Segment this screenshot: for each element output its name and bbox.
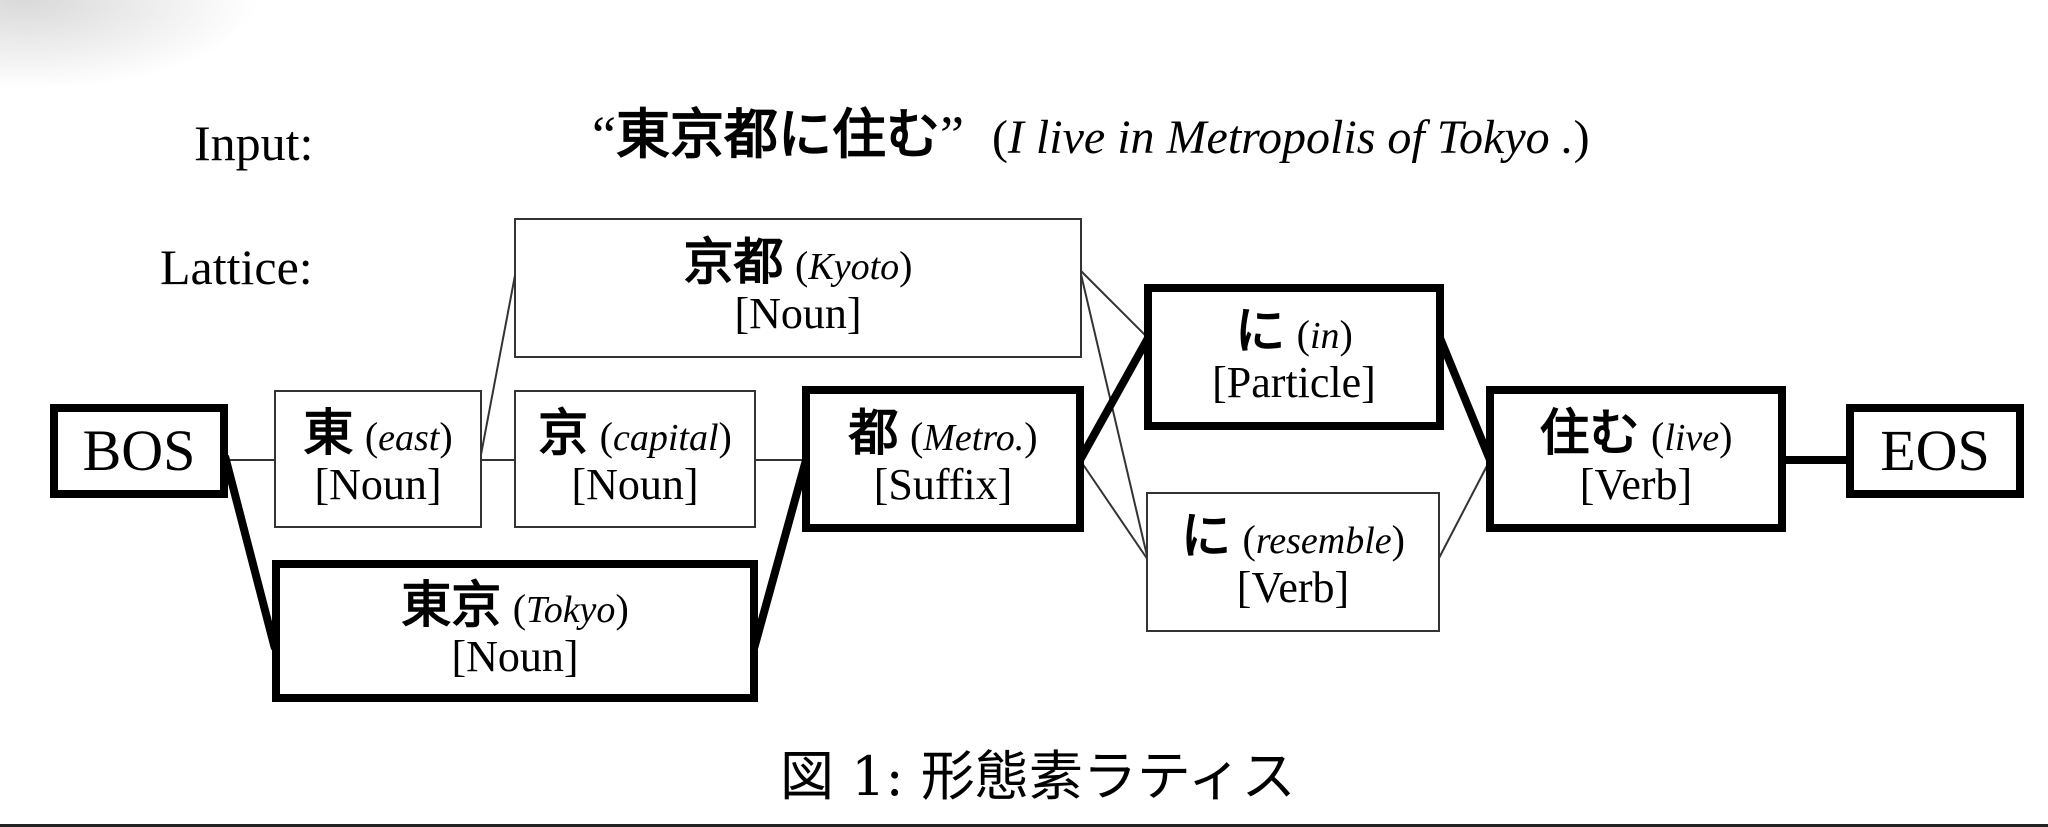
edge-higashi-kyoto xyxy=(479,269,517,461)
node-sumu-pos: [Verb] xyxy=(1579,459,1693,509)
node-kyo-surface: 京 xyxy=(538,404,589,463)
eos-label: EOS xyxy=(1880,417,1990,483)
edge-tokyo-to xyxy=(750,455,811,650)
node-eos: EOS xyxy=(1846,404,2024,498)
figure-caption: 図 1: 形態素ラティス xyxy=(780,745,1296,808)
node-ni-particle-pos: [Particle] xyxy=(1212,357,1376,407)
node-tokyo: 東京 (Tokyo) [Noun] xyxy=(272,560,758,702)
node-ni-verb-pos: [Verb] xyxy=(1236,562,1350,612)
node-ni-verb-gloss: resemble xyxy=(1255,520,1392,563)
edge-to-ni-verb xyxy=(1079,459,1149,561)
node-kyo-pos: [Noun] xyxy=(571,459,699,509)
node-to-pos: [Suffix] xyxy=(873,459,1013,509)
node-kyo: 京 (capital) [Noun] xyxy=(514,390,756,528)
input-label: Input: xyxy=(194,115,314,171)
node-tokyo-pos: [Noun] xyxy=(451,631,579,681)
edge-bos-tokyo xyxy=(221,455,279,650)
node-kyoto-gloss: Kyoto xyxy=(808,246,900,289)
node-kyoto-pos: [Noun] xyxy=(734,288,862,338)
node-ni-verb-surface: に xyxy=(1181,507,1232,566)
lattice-label: Lattice: xyxy=(160,239,313,295)
node-higashi-pos: [Noun] xyxy=(314,459,442,509)
edge-kyoto-ni-verb xyxy=(1079,269,1149,561)
node-kyoto-surface: 京都 xyxy=(683,233,784,292)
edge-to-ni-particle xyxy=(1074,332,1154,466)
node-ni-particle-surface: に xyxy=(1235,302,1286,361)
node-tokyo-surface: 東京 xyxy=(401,576,502,635)
node-higashi: 東 (east) [Noun] xyxy=(274,390,482,528)
open-quote: “ xyxy=(592,105,616,165)
node-kyo-gloss: capital xyxy=(612,417,719,460)
corner-shadow xyxy=(0,0,260,90)
input-translation: (I live in Metropolis of Tokyo .) xyxy=(991,111,1590,164)
node-sumu: 住む (live) [Verb] xyxy=(1486,386,1786,532)
node-ni-verb: に (resemble) [Verb] xyxy=(1146,492,1440,632)
node-ni-particle: に (in) [Particle] xyxy=(1144,284,1444,430)
edge-ni-verb-sumu xyxy=(1437,459,1491,561)
node-ni-particle-gloss: in xyxy=(1309,315,1340,358)
page-bottom-rule xyxy=(0,824,2048,827)
node-to: 都 (Metro.) [Suffix] xyxy=(802,386,1084,532)
node-higashi-gloss: east xyxy=(378,417,440,460)
edge-ni-particle-sumu xyxy=(1434,332,1496,466)
bos-label: BOS xyxy=(82,417,196,483)
close-quote: ” xyxy=(939,105,964,165)
node-to-surface: 都 xyxy=(848,404,899,463)
node-sumu-gloss: live xyxy=(1664,417,1720,460)
node-higashi-surface: 東 xyxy=(303,404,354,463)
node-tokyo-gloss: Tokyo xyxy=(526,589,616,632)
input-sentence: “東京都に住む” (I live in Metropolis of Tokyo .… xyxy=(592,105,1590,165)
node-bos: BOS xyxy=(50,404,228,498)
input-japanese: 東京都に住む xyxy=(615,103,940,166)
node-to-gloss: Metro. xyxy=(923,417,1025,460)
node-sumu-surface: 住む xyxy=(1539,404,1640,463)
node-kyoto: 京都 (Kyoto) [Noun] xyxy=(514,218,1082,358)
edge-kyoto-ni-particle xyxy=(1079,269,1149,339)
